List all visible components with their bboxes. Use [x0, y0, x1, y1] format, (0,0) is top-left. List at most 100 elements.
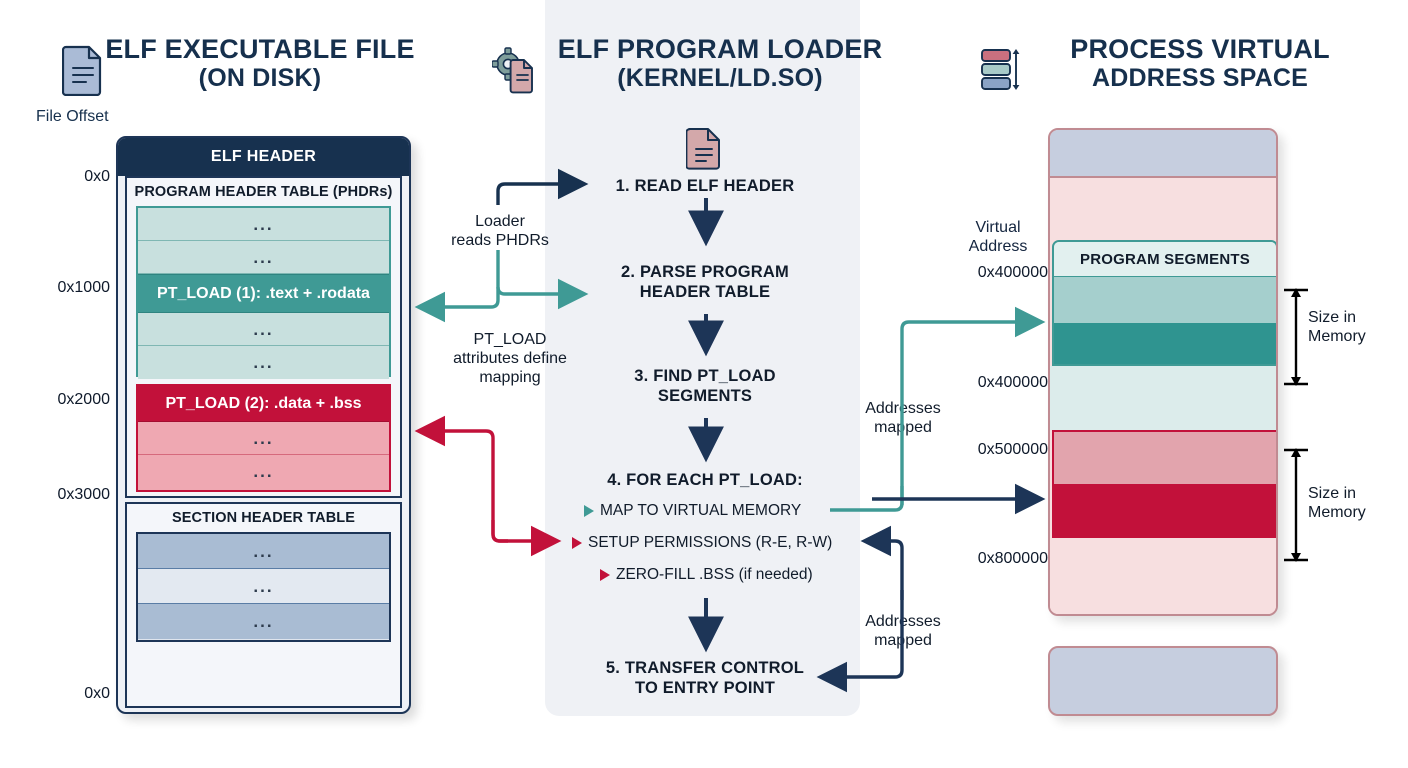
data-segment-group: PT_LOAD (2): .data + .bss ... ... [136, 384, 391, 492]
phdr-row-1: ... [138, 241, 389, 274]
section-row-2-label: ... [253, 612, 274, 631]
elf-executable-file-box: ELF HEADER PROGRAM HEADER TABLE (PHDRs) … [116, 136, 411, 714]
phdr-row-pt-load-1[interactable]: PT_LOAD (1): .text + .rodata [138, 274, 389, 313]
loader-step-2-line1: 2. PARSE PROGRAM [621, 263, 789, 281]
gear-document-icon [491, 46, 538, 99]
vas-segment-text-rodata[interactable]: PROGRAM SEGMENTS [1052, 240, 1276, 366]
caption-1-line2: attributes define [453, 350, 567, 368]
caption-1-line3: mapping [479, 369, 541, 387]
elf-header-bar: ELF HEADER [118, 138, 409, 176]
section-row-0: ... [138, 534, 389, 569]
offset-label-1: 0x1000 [57, 279, 111, 296]
vas-segment-red-dark-band [1054, 485, 1276, 536]
vas-title-main: PROCESS VIRTUAL [1070, 34, 1330, 64]
phdr-row-pt-load-2-label: PT_LOAD (2): .data + .bss [165, 394, 362, 412]
phdr-row-1-label: ... [253, 247, 274, 267]
vas-address-3: 0x800000 [977, 550, 1048, 567]
program-header-table-panel: PROGRAM HEADER TABLE (PHDRs) ... ... PT_… [125, 176, 402, 498]
section-row-0-label: ... [253, 541, 274, 561]
virtual-address-line1: Virtual [975, 219, 1021, 236]
loader-bullet-map-to-virtual-memory[interactable]: MAP TO VIRTUAL MEMORY [584, 502, 801, 520]
size-label-1-line1: Size in [1308, 485, 1357, 502]
phdr-panel-title: PROGRAM HEADER TABLE (PHDRs) [134, 184, 393, 200]
caption-2-line2: mapped [874, 419, 932, 437]
loader-step-3[interactable]: 3. FIND PT_LOAD SEGMENTS [570, 366, 840, 406]
caption-0-line1: Loader [475, 213, 525, 230]
section-row-2: ... [138, 604, 389, 639]
loader-step-1[interactable]: 1. READ ELF HEADER [615, 177, 795, 195]
size-dimension-text [1284, 288, 1308, 386]
data-row-2: ... [138, 455, 389, 488]
loader-step-2[interactable]: 2. PARSE PROGRAM HEADER TABLE [570, 262, 840, 302]
loader-step-4[interactable]: 4. FOR EACH PT_LOAD: [607, 471, 803, 489]
loader-bullet-zero-fill-bss[interactable]: ZERO-FILL .BSS (if needed) [600, 566, 813, 584]
connector-caption-loader-reads-phdrs: Loader reads PHDRs [430, 212, 570, 250]
vas-address-2: 0x500000 [977, 441, 1048, 458]
sht-panel-title: SECTION HEADER TABLE [172, 510, 355, 526]
virtual-address-label: Virtual Address [948, 218, 1048, 256]
section-entry-group: ... ... ... [136, 532, 391, 642]
loader-step-5[interactable]: 5. TRANSFER CONTROL TO ENTRY POINT [570, 658, 840, 698]
vas-segment-red-light-band [1054, 432, 1276, 485]
program-segments-title: PROGRAM SEGMENTS [1054, 242, 1276, 277]
connector-caption-pt-load-attributes: PT_LOAD attributes define mapping [435, 330, 585, 388]
page-title-loader: ELF PROGRAM LOADER (KERNEL/LD.SO) [540, 34, 900, 92]
page-title-elf-file: ELF EXECUTABLE FILE (ON DISK) [60, 34, 460, 92]
vas-title-sub: ADDRESS SPACE [1091, 64, 1309, 93]
loader-step-2-line2: HEADER TABLE [639, 283, 771, 302]
loader-title-main: ELF PROGRAM LOADER [557, 34, 883, 64]
phdr-row-pt-load-1-label: PT_LOAD (1): .text + .rodata [157, 284, 370, 302]
loader-bullet-setup-permissions[interactable]: SETUP PERMISSIONS (R-E, R-W) [572, 534, 832, 552]
offset-label-4: 0x0 [84, 685, 110, 702]
connector-caption-addresses-mapped-bottom: Addresses mapped [843, 612, 963, 650]
vas-band-gap-teal [1050, 366, 1276, 430]
size-in-memory-label-text: Size in Memory [1308, 308, 1366, 346]
size-label-0-line1: Size in [1308, 309, 1357, 326]
triangle-red-icon-2 [600, 569, 610, 581]
phdr-row-4: ... [138, 346, 389, 379]
loader-step-5-line2: TO ENTRY POINT [634, 679, 775, 698]
offset-label-3: 0x3000 [57, 486, 111, 503]
loader-step-3-line1: 3. FIND PT_LOAD [634, 367, 776, 385]
arrow-entry-point-up [860, 525, 904, 600]
vas-band-pink-upper [1050, 180, 1276, 242]
data-row-1-label: ... [253, 428, 274, 448]
arrow-to-pt-load-1 [414, 287, 500, 323]
loader-title-sub: (KERNEL/LD.SO) [617, 64, 823, 93]
data-row-1: ... [138, 422, 389, 455]
loader-step-document-icon [685, 126, 722, 175]
offset-label-2: 0x2000 [57, 391, 111, 408]
phdr-row-3-label: ... [253, 319, 274, 339]
loader-step-3-line2: SEGMENTS [657, 387, 753, 406]
size-label-0-line2: Memory [1308, 328, 1366, 346]
arrow-to-pt-load-2 [414, 415, 508, 543]
phdr-entry-group: ... ... PT_LOAD (1): .text + .rodata ...… [136, 206, 391, 379]
phdr-row-pt-load-2[interactable]: PT_LOAD (2): .data + .bss [138, 386, 389, 422]
process-virtual-address-space-box: PROGRAM SEGMENTS [1048, 128, 1278, 616]
elf-title-main: ELF EXECUTABLE FILE [105, 34, 415, 64]
loader-bullet-2-label: ZERO-FILL .BSS (if needed) [616, 566, 813, 583]
phdr-row-4-label: ... [253, 353, 274, 372]
vas-segment-teal-light-band [1054, 277, 1276, 323]
connector-caption-addresses-mapped-top: Addresses mapped [843, 399, 963, 437]
section-row-1: ... [138, 569, 389, 604]
triangle-red-icon [572, 537, 582, 549]
vas-stack-region-box [1048, 646, 1278, 716]
memory-stack-icon [980, 44, 1024, 99]
offset-label-0: 0x0 [84, 168, 110, 185]
vas-segment-teal-dark-band [1054, 323, 1276, 364]
phdr-row-0: ... [138, 208, 389, 241]
vas-segment-data-bss[interactable] [1052, 430, 1276, 538]
page-title-vas: PROCESS VIRTUAL ADDRESS SPACE [1020, 34, 1380, 92]
loader-bullet-0-label: MAP TO VIRTUAL MEMORY [600, 502, 802, 519]
elf-file-icon [61, 44, 104, 101]
loader-step-5-line1: 5. TRANSFER CONTROL [605, 659, 805, 677]
caption-3-line1: Addresses [865, 613, 941, 630]
section-header-table-panel: SECTION HEADER TABLE ... ... ... [125, 502, 402, 708]
data-row-2-label: ... [253, 462, 274, 481]
section-row-1-label: ... [253, 576, 274, 596]
size-dimension-data [1284, 448, 1308, 562]
vas-band-kernel-top [1050, 130, 1276, 178]
loader-bullet-1-label: SETUP PERMISSIONS (R-E, R-W) [588, 534, 833, 551]
size-label-1-line2: Memory [1308, 504, 1366, 522]
